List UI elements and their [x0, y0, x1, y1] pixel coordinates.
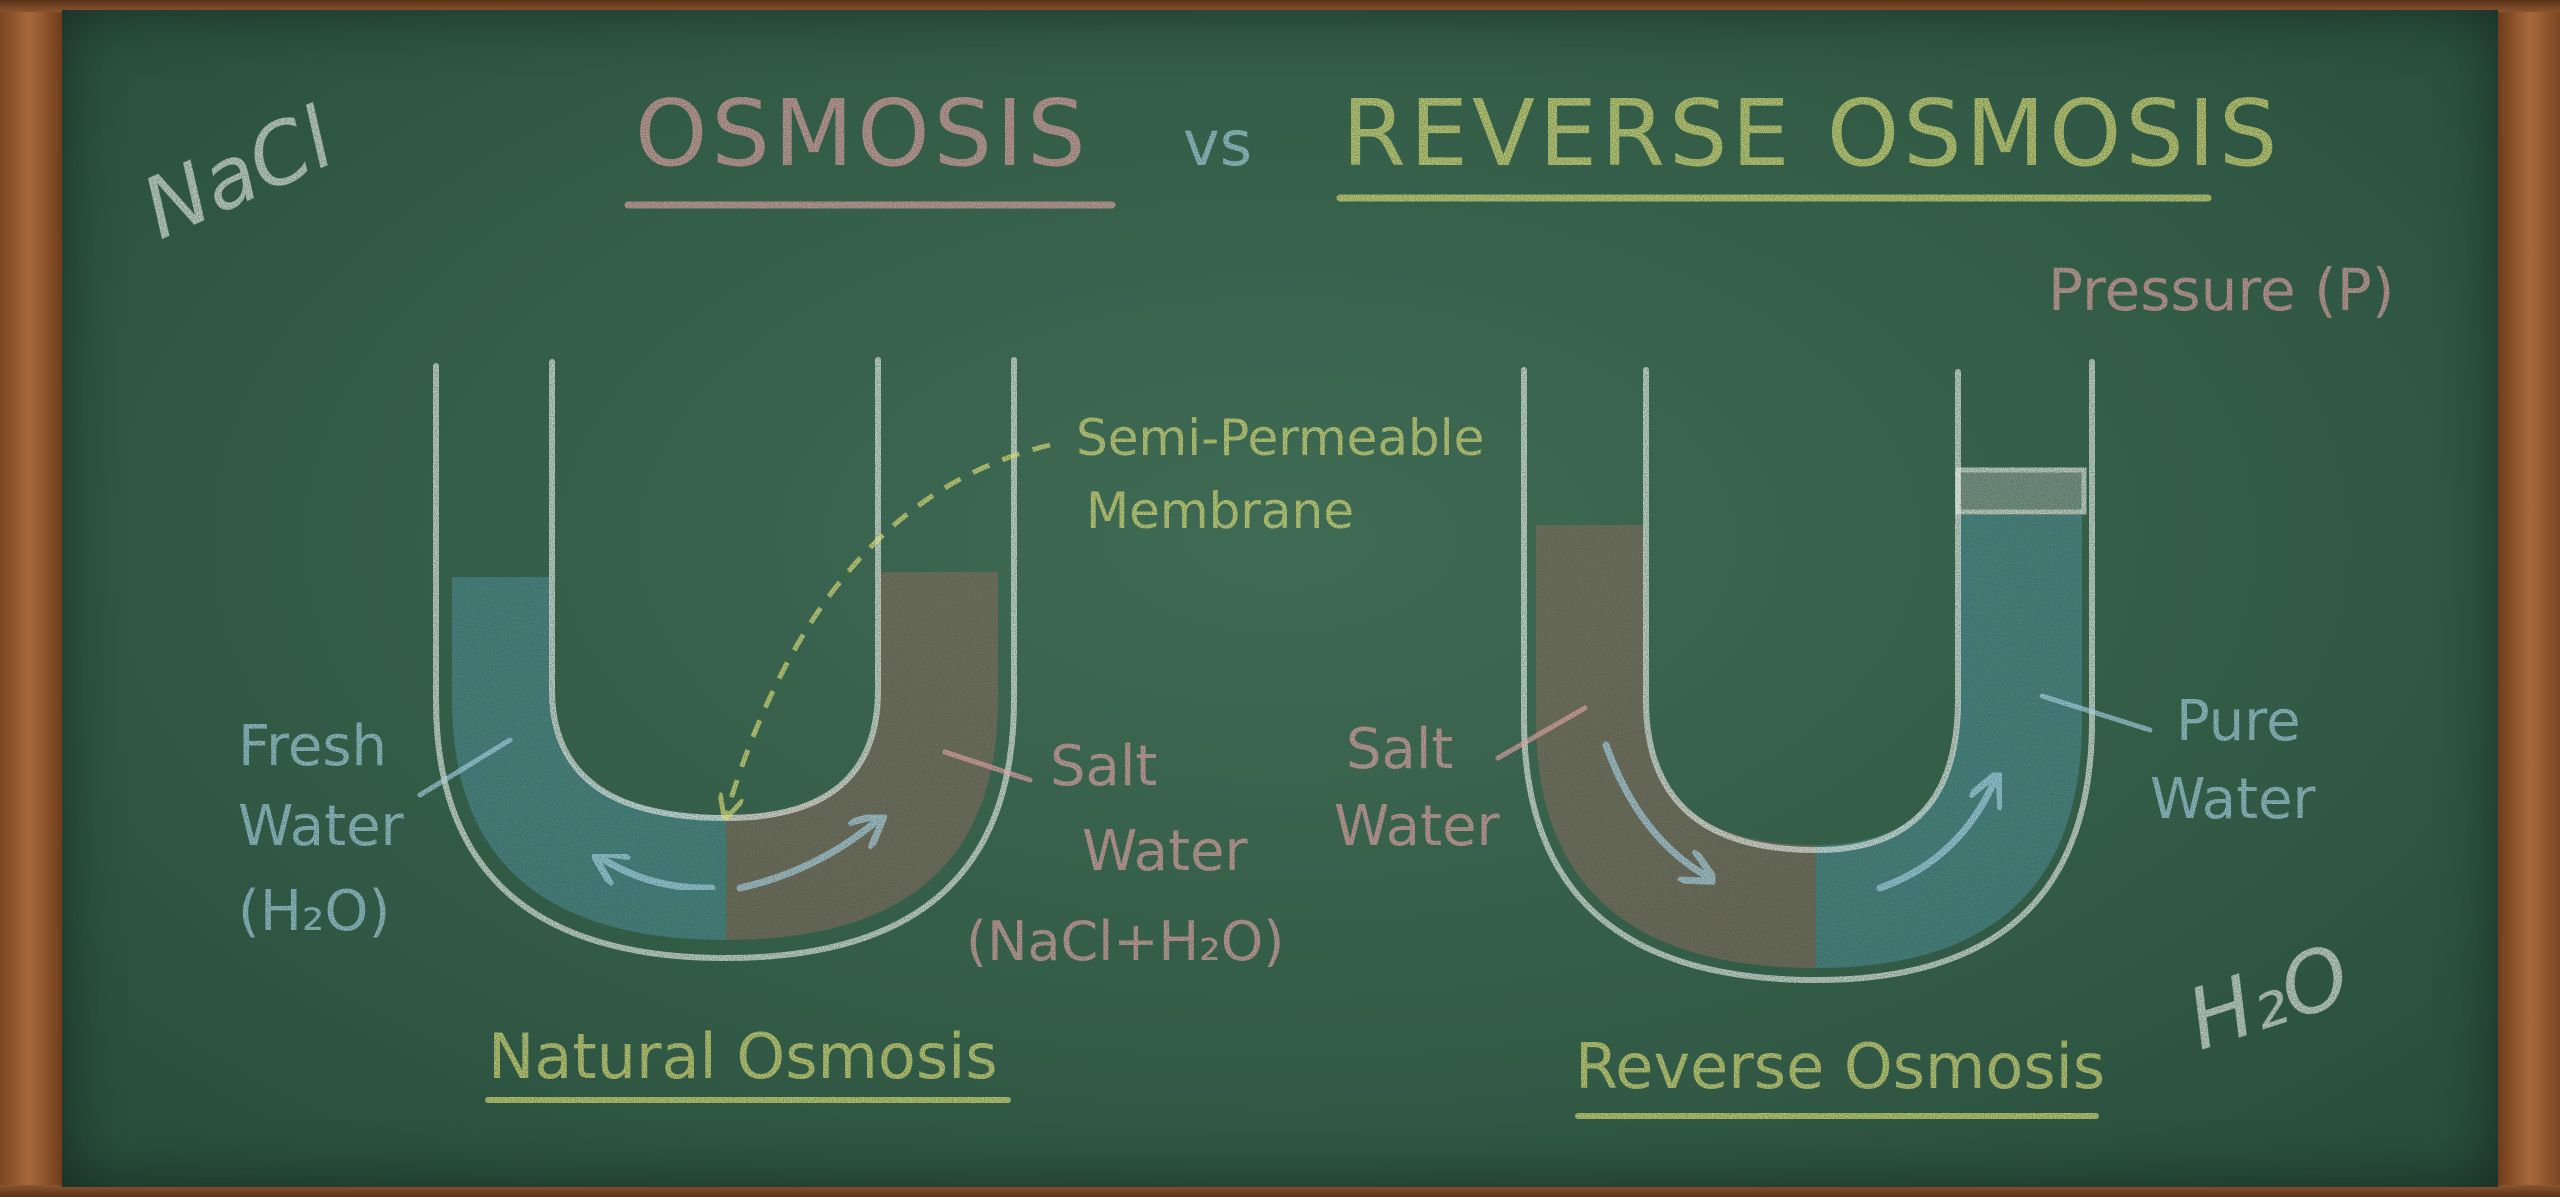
flow-arrow-right	[736, 818, 880, 892]
frame-top-edge	[0, 0, 2560, 12]
pure-label-line1: Pure	[2176, 689, 2301, 754]
pure-label-line2: Water	[2150, 767, 2317, 832]
fresh-label-line2: Water	[238, 794, 405, 859]
reverse-caption: Reverse Osmosis	[1575, 1030, 2105, 1103]
natural-salt-label-line3: (NaCl+H₂O)	[966, 910, 1284, 973]
membrane-label-line1: Semi-Permeable	[1076, 409, 1484, 467]
title-vs: vs	[1183, 107, 1252, 180]
corner-note-nacl: NaCl	[128, 89, 347, 258]
fresh-water-fill	[452, 577, 726, 940]
reverse-osmosis-diagram	[1521, 301, 2095, 984]
membrane-pointer	[726, 442, 1051, 815]
flow-arrow-left	[598, 856, 716, 892]
reverse-salt-pointer	[1495, 705, 1588, 761]
salt-water-fill	[726, 572, 998, 940]
title-osmosis: OSMOSIS	[635, 80, 1090, 187]
natural-osmosis-diagram	[433, 357, 1051, 962]
title-group: OSMOSIS vs REVERSE OSMOSIS	[624, 80, 2281, 209]
reverse-tube-outer-wall	[1521, 359, 2095, 984]
natural-salt-pointer	[942, 749, 1033, 783]
natural-caption: Natural Osmosis	[488, 1020, 998, 1093]
fresh-label-line1: Fresh	[238, 714, 387, 779]
natural-labels: Semi-Permeable Membrane Fresh Water (H₂O…	[238, 409, 1484, 1103]
reverse-flow-arrow-up	[1876, 778, 1996, 892]
natural-salt-label-line1: Salt	[1050, 734, 1157, 799]
reverse-labels: Pressure (P) Salt Water Pure Water Rever…	[1334, 256, 2394, 1119]
pure-water-fill	[1816, 515, 2082, 968]
reverse-tube-inner-wall	[1643, 367, 1961, 854]
natural-tube-inner-wall	[549, 357, 881, 822]
natural-tube-outer-wall	[433, 357, 1017, 962]
fresh-label-line3: (H₂O)	[238, 879, 390, 944]
membrane-label-line2: Membrane	[1086, 482, 1354, 540]
reverse-salt-label-line2: Water	[1334, 794, 1501, 859]
frame-bottom-edge	[0, 1185, 2560, 1197]
pressure-label: Pressure (P)	[2048, 256, 2394, 324]
corner-note-h2o: H₂O	[2176, 925, 2361, 1069]
natural-salt-label-line2: Water	[1082, 819, 1249, 884]
fresh-label-pointer	[417, 737, 513, 798]
pressure-piston	[1955, 467, 2087, 515]
reverse-salt-label-line1: Salt	[1346, 717, 1453, 782]
reverse-salt-water-fill	[1536, 525, 1816, 968]
pure-label-pointer	[2039, 693, 2153, 733]
title-reverse-osmosis: REVERSE OSMOSIS	[1342, 80, 2281, 187]
reverse-flow-arrow-down	[1602, 741, 1710, 878]
